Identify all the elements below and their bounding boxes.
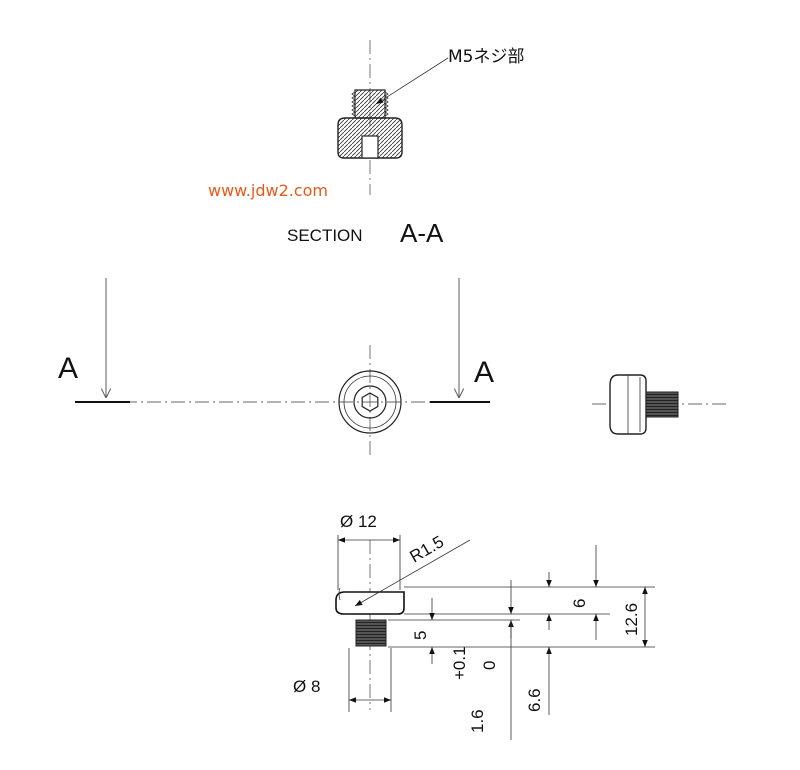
section-prefix-label: SECTION — [287, 226, 363, 245]
dim-total-height: 12.6 — [622, 603, 641, 636]
cut-label-right: A — [474, 356, 494, 389]
section-title: SECTION A-A — [287, 218, 444, 248]
dim-tolerance-lower: 0 — [480, 661, 499, 670]
dim-thread-length: 5 — [411, 631, 430, 640]
thread-note-label: M5ネジ部 — [448, 47, 524, 67]
dimension-view: Ø 12 R1.5 Ø 8 5 1.6 +0.1 0 6 6.6 — [293, 512, 655, 740]
cut-label-left: A — [58, 352, 78, 385]
front-view: A A — [58, 278, 494, 455]
section-view: M5ネジ部 — [337, 40, 524, 195]
section-name-label: A-A — [400, 218, 444, 248]
side-view — [592, 374, 728, 435]
dim-tolerance-value: 1.6 — [468, 709, 487, 733]
dim-head-height: 6 — [570, 599, 589, 608]
dim-radius: R1.5 — [407, 532, 448, 566]
dim-step-height: 6.6 — [525, 688, 544, 712]
dim-thread-diameter: Ø 8 — [293, 677, 320, 696]
dim-tolerance-upper: +0.1 — [450, 646, 469, 680]
dim-head-diameter: Ø 12 — [340, 512, 377, 531]
watermark-text: www.jdw2.com — [208, 181, 328, 200]
